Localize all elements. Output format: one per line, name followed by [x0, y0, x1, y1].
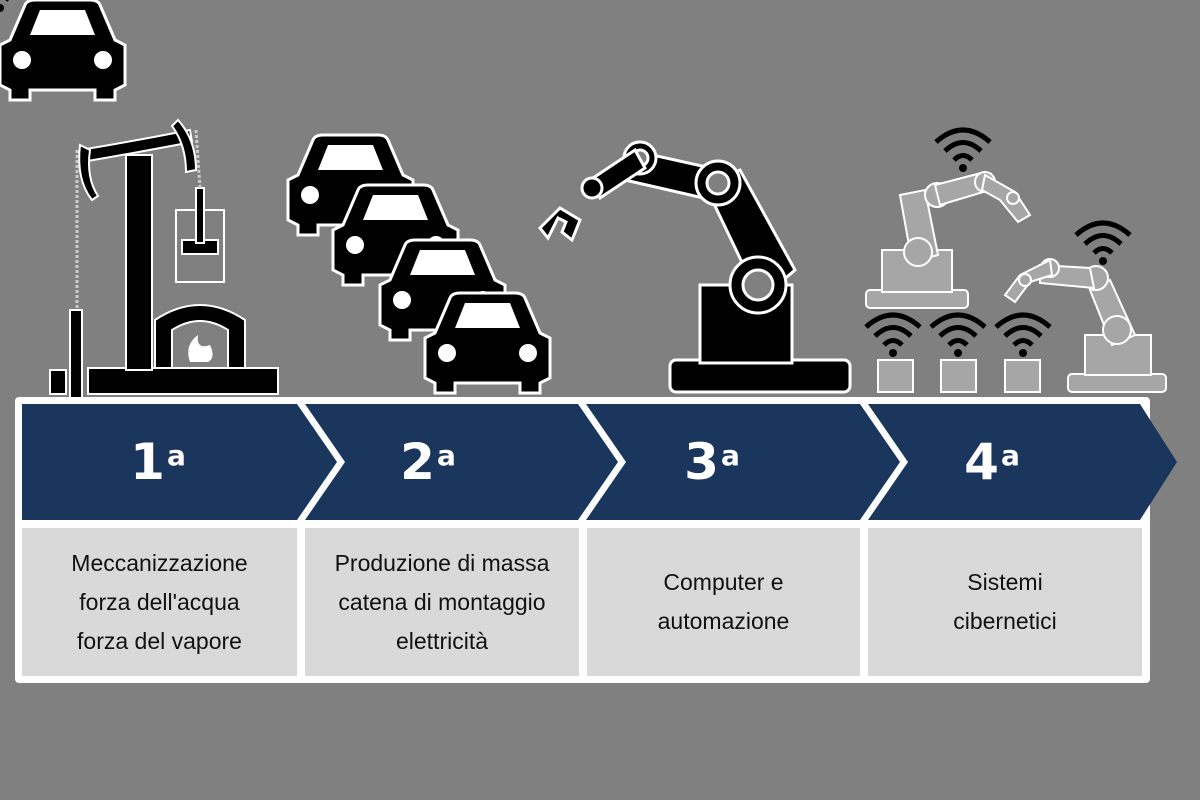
stage-1-description: Meccanizzazione forza dell'acqua forza d…	[22, 528, 297, 676]
cars-assembly-icon	[0, 0, 552, 395]
robot-arm-icon	[537, 140, 852, 394]
connected-robots-icon	[0, 0, 1167, 393]
stage-3-description: Computer e automazione	[587, 528, 860, 676]
stage-2-description: Produzione di massa catena di montaggio …	[305, 528, 579, 676]
chevron-4	[868, 404, 1177, 520]
stage-4-number: 4a	[964, 433, 1020, 491]
stage-2-number: 2a	[400, 433, 456, 491]
chevron-3	[586, 404, 900, 520]
chevrons	[22, 404, 1177, 520]
chevron-2	[305, 404, 618, 520]
chevron-1	[22, 404, 337, 520]
stage-4-description: Sistemi cibernetici	[868, 528, 1142, 676]
stage-1-number: 1a	[130, 433, 186, 491]
steam-engine-icon	[49, 118, 279, 399]
stage-3-number: 3a	[684, 433, 740, 491]
